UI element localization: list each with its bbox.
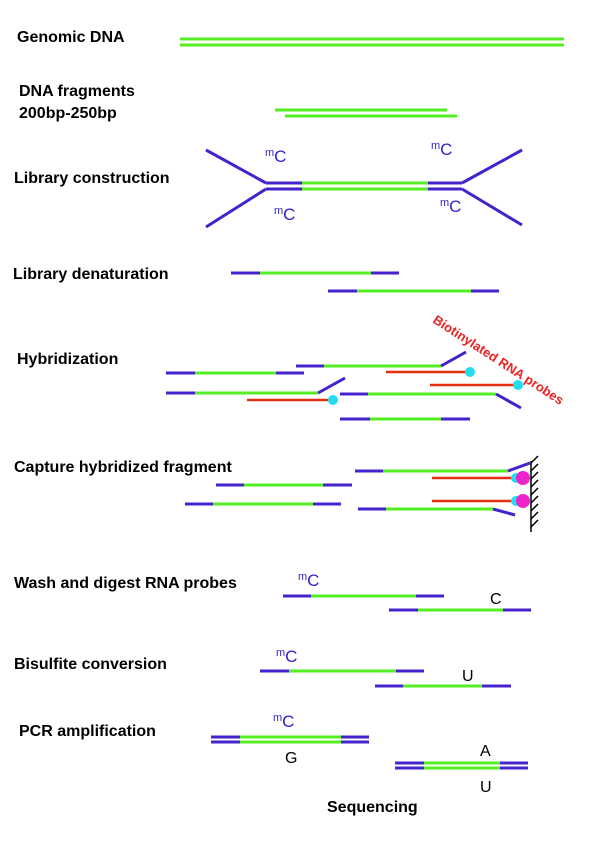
step-wash-digest: Wash and digest RNA probes xyxy=(14,575,237,592)
hybrid-duplex xyxy=(296,350,475,377)
streptavidin-bead xyxy=(516,471,530,485)
captured-duplex xyxy=(355,461,531,485)
step-library-denaturation: Library denaturation xyxy=(13,266,169,283)
dna-fragment-strands xyxy=(275,108,457,118)
step-dna-fragments-size: 200bp-250bp xyxy=(19,105,117,122)
step-bisulfite: Bisulfite conversion xyxy=(14,656,167,673)
genomic-dna-strands xyxy=(180,37,564,47)
base-a-label: A xyxy=(480,743,491,760)
solid-support-surface xyxy=(530,455,539,532)
biotin-dot xyxy=(513,380,523,390)
methyl-c-label: mC xyxy=(273,712,294,731)
streptavidin-bead xyxy=(516,494,530,508)
amplified-duplex xyxy=(211,735,369,744)
step-dna-fragments: DNA fragments xyxy=(19,83,135,100)
base-c-label: C xyxy=(490,591,502,608)
methyl-c-label: mC xyxy=(440,197,461,216)
methyl-c-label: mC xyxy=(265,147,286,166)
step-library-construction: Library construction xyxy=(14,170,170,187)
step-hybridization: Hybridization xyxy=(17,351,119,368)
captured-duplex xyxy=(358,494,530,517)
step-genomic-dna: Genomic DNA xyxy=(17,29,125,46)
step-pcr: PCR amplification xyxy=(19,723,156,740)
base-g-label: G xyxy=(285,750,297,767)
biotin-dot xyxy=(465,367,475,377)
step-sequencing: Sequencing xyxy=(327,799,418,816)
step-capture: Capture hybridized fragment xyxy=(14,459,232,476)
methyl-c-label: mC xyxy=(274,205,295,224)
hybrid-duplex xyxy=(166,376,346,405)
amplified-duplex xyxy=(395,761,528,770)
library-construct xyxy=(205,148,523,229)
methyl-c-label: mC xyxy=(298,571,319,590)
base-u-label: U xyxy=(480,779,492,796)
biotin-dot xyxy=(328,395,338,405)
methyl-c-label: mC xyxy=(276,647,297,666)
methyl-c-label: mC xyxy=(431,140,452,159)
base-u-label: U xyxy=(462,668,474,685)
hybrid-duplex xyxy=(340,380,523,410)
